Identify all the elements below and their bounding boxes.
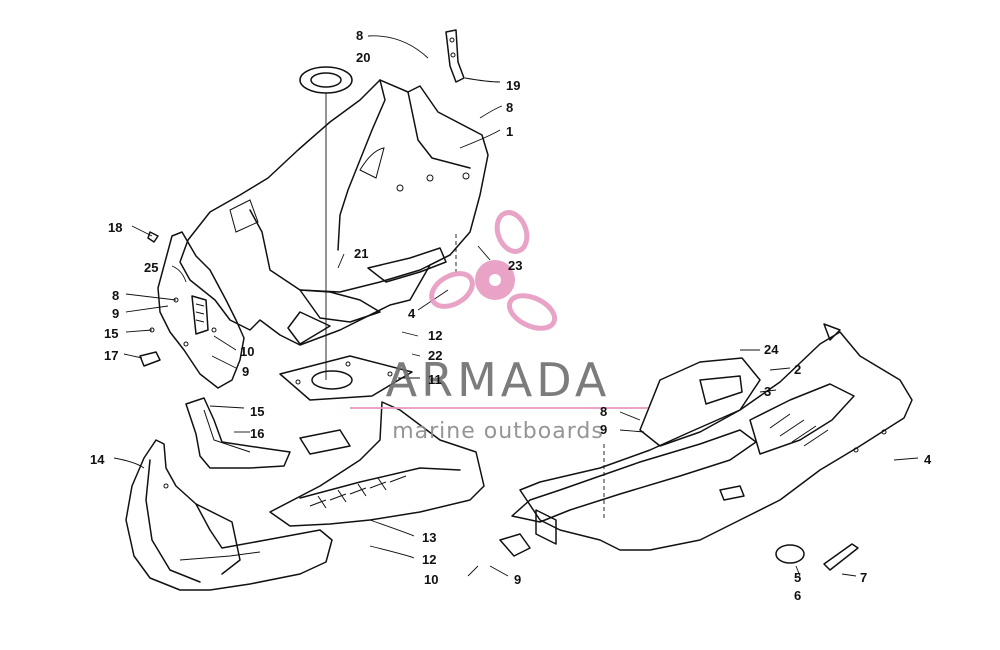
- callout-8: 8: [600, 404, 607, 419]
- callout-17: 17: [104, 348, 118, 363]
- callout-22: 22: [428, 348, 442, 363]
- callout-23: 23: [508, 258, 522, 273]
- callout-16: 16: [250, 426, 264, 441]
- callout-19: 19: [506, 78, 520, 93]
- callout-6: 6: [794, 588, 801, 603]
- callout-12: 12: [428, 328, 442, 343]
- side-panel-left: [139, 231, 245, 389]
- bracket-part-19: [445, 29, 465, 83]
- callout-10: 10: [240, 344, 254, 359]
- callout-2: 2: [794, 362, 801, 377]
- lower-pan-part-11: [269, 401, 485, 527]
- right-lower-body-parts-2-3-24: [499, 323, 913, 557]
- callout-21: 21: [354, 246, 368, 261]
- watermark-brand: ARMADA: [386, 353, 611, 407]
- callout-18: 18: [108, 220, 122, 235]
- callout-25: 25: [144, 260, 158, 275]
- callout-10: 10: [424, 572, 438, 587]
- callout-9: 9: [242, 364, 249, 379]
- callout-11: 11: [428, 372, 442, 387]
- front-bumper-part-14: [125, 439, 333, 591]
- callout-14: 14: [90, 452, 105, 467]
- callout-7: 7: [860, 570, 867, 585]
- propeller-icon: [429, 210, 558, 331]
- callout-1: 1: [506, 124, 513, 139]
- callout-numbers: 8 20 19 8 1 18 21 23 25 8 9 15 17 10 9 4…: [90, 28, 932, 603]
- watermark: ARMADA marine outboards: [350, 210, 648, 444]
- seal-ring-part-20: [299, 66, 353, 380]
- callout-8: 8: [112, 288, 119, 303]
- callout-20: 20: [356, 50, 370, 65]
- round-pad-parts-5-6: [775, 544, 805, 564]
- callout-8: 8: [356, 28, 363, 43]
- leader-lines: [113, 35, 919, 577]
- gasket-plate-part-22: [279, 355, 413, 401]
- flat-bar-part-7: [823, 543, 859, 571]
- callout-9: 9: [514, 572, 521, 587]
- callout-13: 13: [422, 530, 436, 545]
- callout-12: 12: [422, 552, 436, 567]
- callout-24: 24: [764, 342, 779, 357]
- callout-4: 4: [924, 452, 932, 467]
- callout-8: 8: [506, 100, 513, 115]
- callout-9: 9: [600, 422, 607, 437]
- upper-shell-part-1: [179, 79, 489, 346]
- watermark-tagline: marine outboards: [392, 419, 604, 444]
- callout-4: 4: [408, 306, 416, 321]
- callout-3: 3: [764, 384, 771, 399]
- bracket-part-16: [185, 397, 291, 469]
- callout-15: 15: [104, 326, 118, 341]
- callout-5: 5: [794, 570, 801, 585]
- callout-15: 15: [250, 404, 264, 419]
- callout-9: 9: [112, 306, 119, 321]
